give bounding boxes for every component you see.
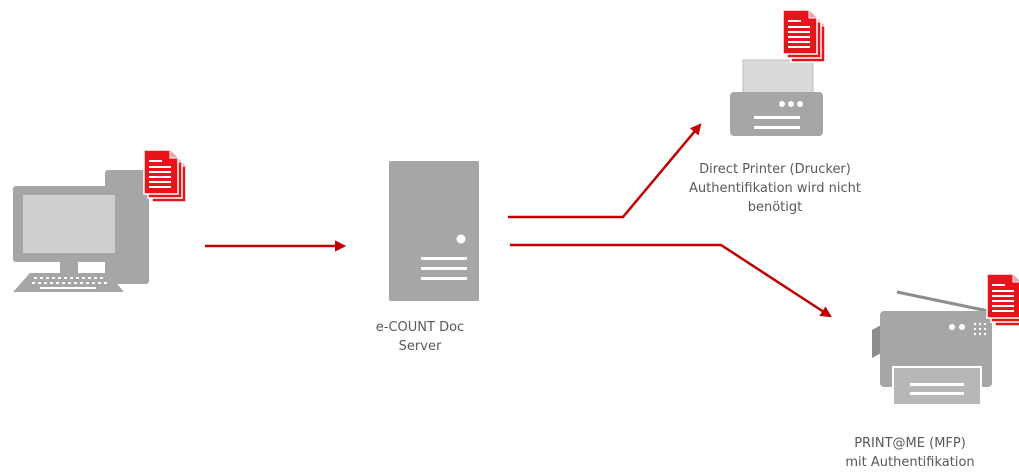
arrow-server-to-printer [508, 123, 702, 219]
printer-icon [730, 59, 823, 136]
computer-icon [13, 170, 149, 292]
document-stack-icon [986, 273, 1019, 327]
mfp-label-line-2: mit Authentifikation [845, 455, 975, 470]
document-stack-icon [782, 9, 826, 63]
printer-label-line-3: benötigt [747, 200, 803, 215]
server-label: e-COUNT Doc Server [345, 318, 495, 356]
server-icon [389, 161, 479, 301]
printer-label-line-1: Direct Printer (Drucker) [699, 162, 851, 177]
printer-label: Direct Printer (Drucker) Authentifikatio… [645, 160, 905, 217]
document-stack-icon [143, 149, 187, 203]
arrow-server-to-mfp [510, 243, 832, 318]
server-label-line-1: e-COUNT Doc [375, 320, 465, 335]
mfp-label: PRINT@ME (MFP) mit Authentifikation [810, 434, 1010, 472]
mfp-label-line-1: PRINT@ME (MFP) [854, 436, 966, 451]
printer-label-line-2: Authentifikation wird nicht [689, 181, 861, 196]
mfp-icon [872, 290, 992, 406]
server-label-line-2: Server [398, 339, 442, 354]
